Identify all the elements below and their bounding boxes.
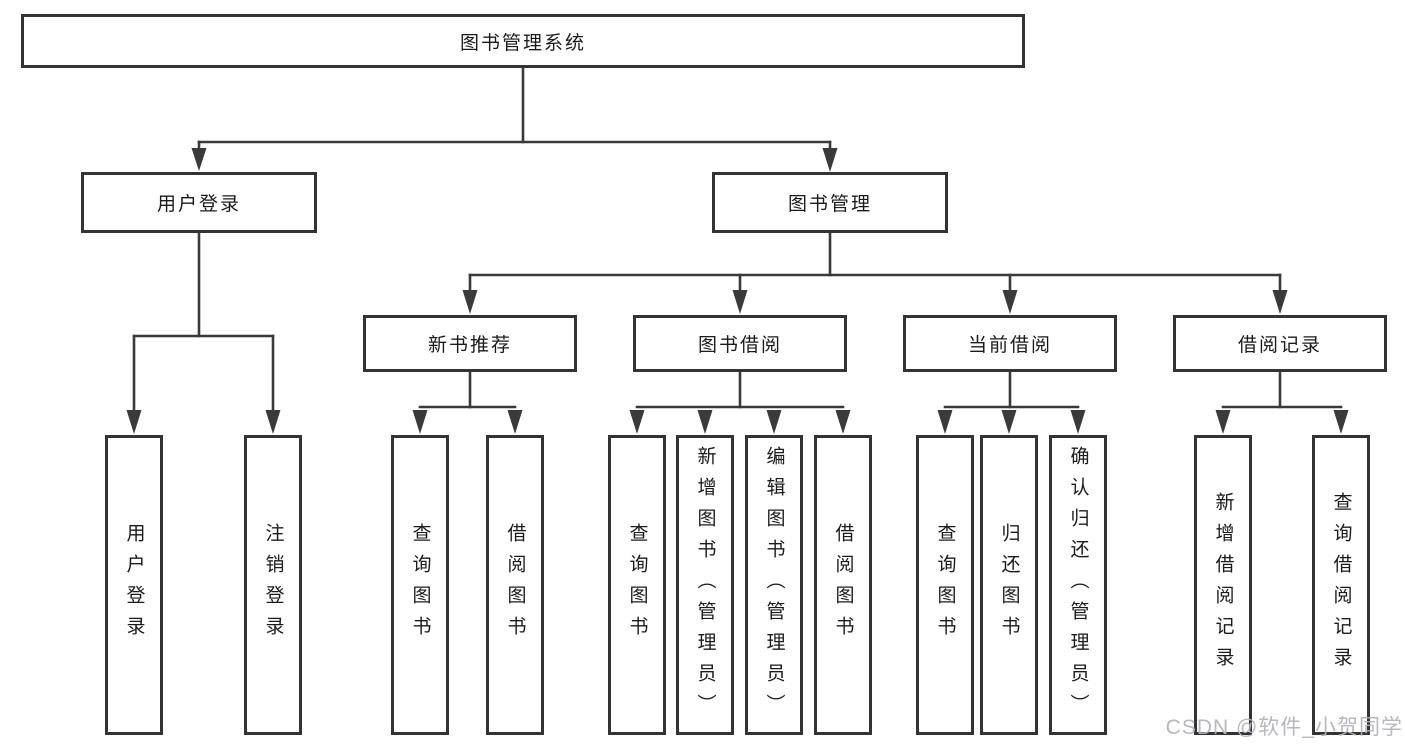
node-book-management: 图书管理 [712,172,948,233]
leaf-borrow-books-recommend: 借阅图书 [486,435,544,735]
node-new-book-recommend: 新书推荐 [363,315,577,372]
node-root: 图书管理系统 [21,14,1025,68]
node-book-borrow: 图书借阅 [633,315,847,372]
leaf-add-books-admin: 新增图书（管理员） [676,435,734,735]
node-current-borrow: 当前借阅 [903,315,1117,372]
leaf-user-login: 用户登录 [105,435,163,735]
leaf-query-books-borrow: 查询图书 [608,435,666,735]
node-borrow-records: 借阅记录 [1173,315,1387,372]
leaf-add-borrow-record: 新增借阅记录 [1194,435,1252,735]
leaf-query-books-recommend: 查询图书 [391,435,449,735]
leaf-query-books-current: 查询图书 [916,435,974,735]
watermark: CSDN @软件_小贺同学 [1165,716,1403,739]
node-user-login: 用户登录 [81,172,317,233]
leaf-query-borrow-record: 查询借阅记录 [1312,435,1370,735]
leaf-logout: 注销登录 [244,435,302,735]
leaf-confirm-return-admin: 确认归还（管理员） [1049,435,1107,735]
leaf-return-books: 归还图书 [980,435,1038,735]
leaf-borrow-books-borrow: 借阅图书 [814,435,872,735]
leaf-edit-books-admin: 编辑图书（管理员） [745,435,803,735]
